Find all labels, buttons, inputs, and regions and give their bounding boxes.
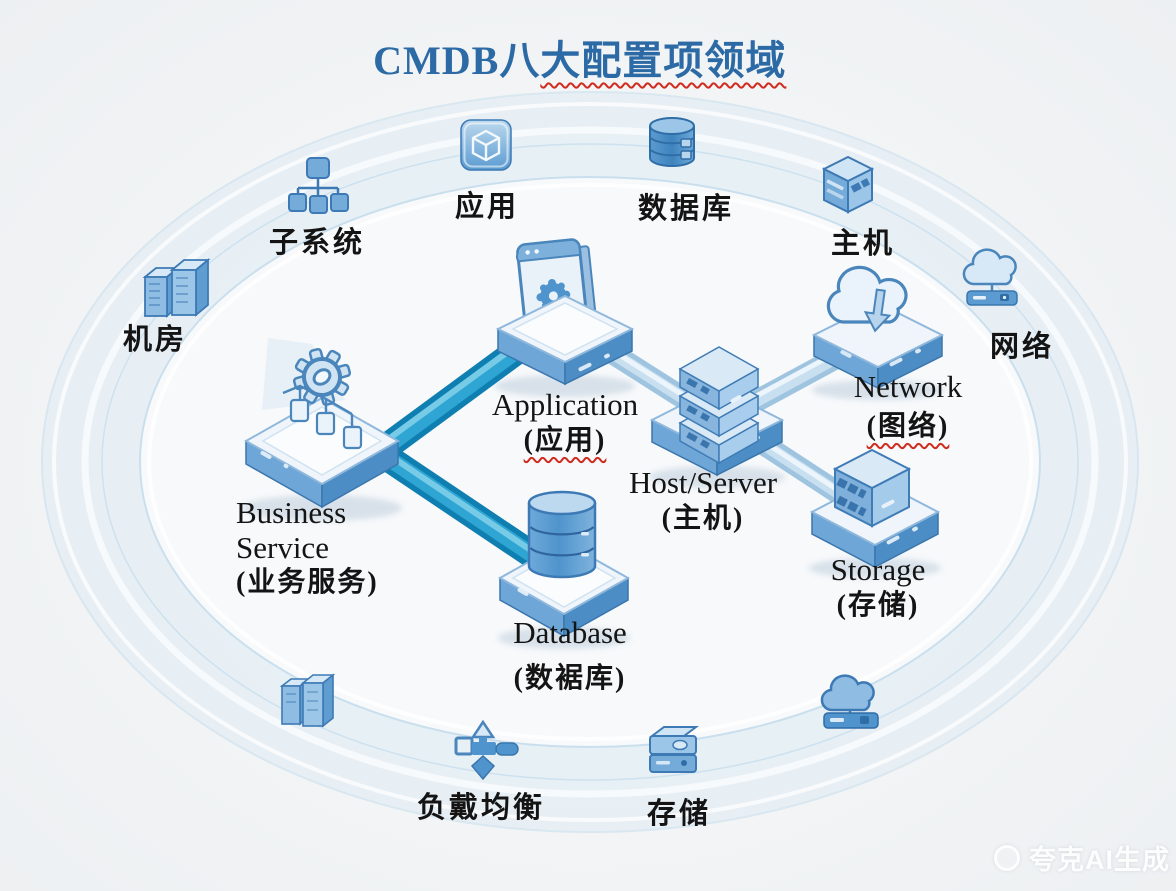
ring-label-host: 主机 [830, 228, 896, 260]
server-stack-icon [678, 346, 760, 465]
workflow-tree-icon [282, 384, 363, 450]
application-subtitle: (应用) [523, 424, 607, 456]
database-subtitle: (数裾库) [513, 662, 627, 694]
host-server-subtitle: (主机) [661, 502, 745, 534]
server-racks-icon-2 [279, 673, 336, 728]
network-line1: Network [853, 369, 963, 404]
quark-logo-icon [994, 844, 1020, 871]
pipe-business-to-database [374, 444, 554, 574]
load-balancer-icon [454, 719, 519, 781]
business-service-label: Business Service (业务服务) [236, 495, 379, 602]
cloud-router-icon-2 [820, 674, 879, 729]
watermark-text: 夸克AI生成 [1029, 845, 1170, 875]
cloud-download-icon [826, 265, 908, 333]
storage-label: Storage (存储) [830, 552, 926, 624]
storage-line1: Storage [830, 552, 926, 587]
server-tower-icon [821, 155, 875, 214]
database-label: Database (数裾库) [513, 615, 627, 697]
ring-label-storage: 存储 [646, 798, 712, 830]
platform-shadows [242, 375, 944, 649]
ring-label-server-room: 机房 [122, 324, 188, 356]
network-node [811, 265, 945, 390]
business-service-subtitle: (业务服务) [236, 567, 379, 599]
database-node [497, 490, 631, 638]
storage-node [809, 448, 941, 569]
ring-label-application: 应用 [454, 191, 520, 223]
ring-label-database: 数据库 [637, 193, 735, 225]
application-platform [495, 294, 635, 386]
database-cylinder-icon [649, 117, 695, 167]
application-line1: Application [491, 387, 639, 422]
elliptical-ring [41, 91, 1139, 833]
network-label: Network (图络) [853, 369, 963, 445]
database-line1: Database [513, 615, 627, 650]
server-racks-icon [142, 258, 211, 319]
host-server-node [649, 346, 785, 477]
title-plain: CMDB八 [373, 38, 541, 83]
hierarchy-icon [288, 157, 349, 214]
business-service-line1: Business [236, 495, 347, 530]
title-underlined: 大配置项领域 [540, 38, 787, 83]
application-node [495, 238, 635, 386]
host-server-label: Host/Server (主机) [628, 465, 778, 537]
app-cube-icon [460, 119, 512, 171]
business-service-node [243, 338, 401, 509]
host-server-line1: Host/Server [628, 465, 778, 500]
storage-subtitle: (存储) [836, 589, 920, 621]
disk-stack-icon [649, 726, 699, 773]
watermark: 夸克AI生成 [994, 838, 1170, 877]
ring-label-network: 网络 [989, 331, 1055, 363]
ring-label-subsystem: 子系统 [268, 227, 366, 259]
application-label: Application (应用) [491, 387, 639, 459]
storage-server-icon [832, 448, 912, 528]
ring-label-load-balancer: 负戴均衡 [416, 792, 546, 824]
database-cylinder-large-icon [527, 490, 597, 579]
page-title: CMDB八大配置项领域 [373, 28, 786, 86]
network-subtitle: (图络) [866, 410, 950, 442]
business-service-line2: Service [236, 529, 329, 565]
cloud-router-icon [962, 248, 1018, 306]
